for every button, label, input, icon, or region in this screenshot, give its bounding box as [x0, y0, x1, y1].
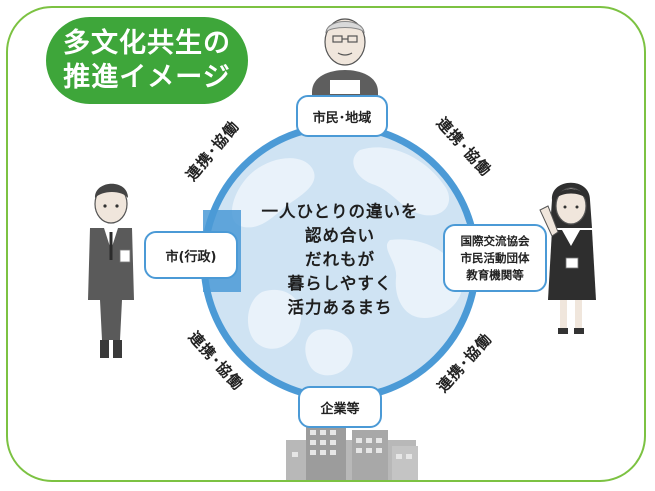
globe-icon [200, 122, 480, 402]
node-companies: 企業等 [298, 386, 382, 428]
node-city-administration-label: 市(行政) [165, 249, 217, 265]
center-line-3: だれもが [305, 250, 375, 269]
center-message: 一人ひとりの違いを 認め合い だれもが 暮らしやすく 活力あるまち [240, 200, 440, 320]
node-org-line-1: 国際交流協会 [460, 233, 530, 248]
center-line-4: 暮らしやすく [287, 274, 393, 293]
businessman-icon [88, 183, 134, 358]
node-companies-label: 企業等 [320, 401, 360, 417]
center-line-5: 活力あるまち [287, 298, 393, 317]
node-citizens-community-label: 市民･地域 [312, 110, 372, 126]
node-org-line-3: 教育機関等 [466, 267, 524, 282]
buildings-icon [286, 424, 418, 480]
woman-icon [539, 182, 596, 334]
title-line-1: 多文化共生の [63, 27, 231, 59]
center-line-2: 認め合い [305, 226, 375, 245]
node-citizens-community: 市民･地域 [296, 95, 388, 137]
title-badge: 多文化共生の 推進イメージ [46, 17, 248, 104]
node-city-administration: 市(行政) [144, 231, 238, 279]
node-organizations: 国際交流協会 市民活動団体 教育機関等 [443, 224, 547, 292]
node-org-line-2: 市民活動団体 [460, 250, 530, 265]
center-line-1: 一人ひとりの違いを [261, 202, 419, 221]
title-line-2: 推進イメージ [63, 61, 231, 93]
